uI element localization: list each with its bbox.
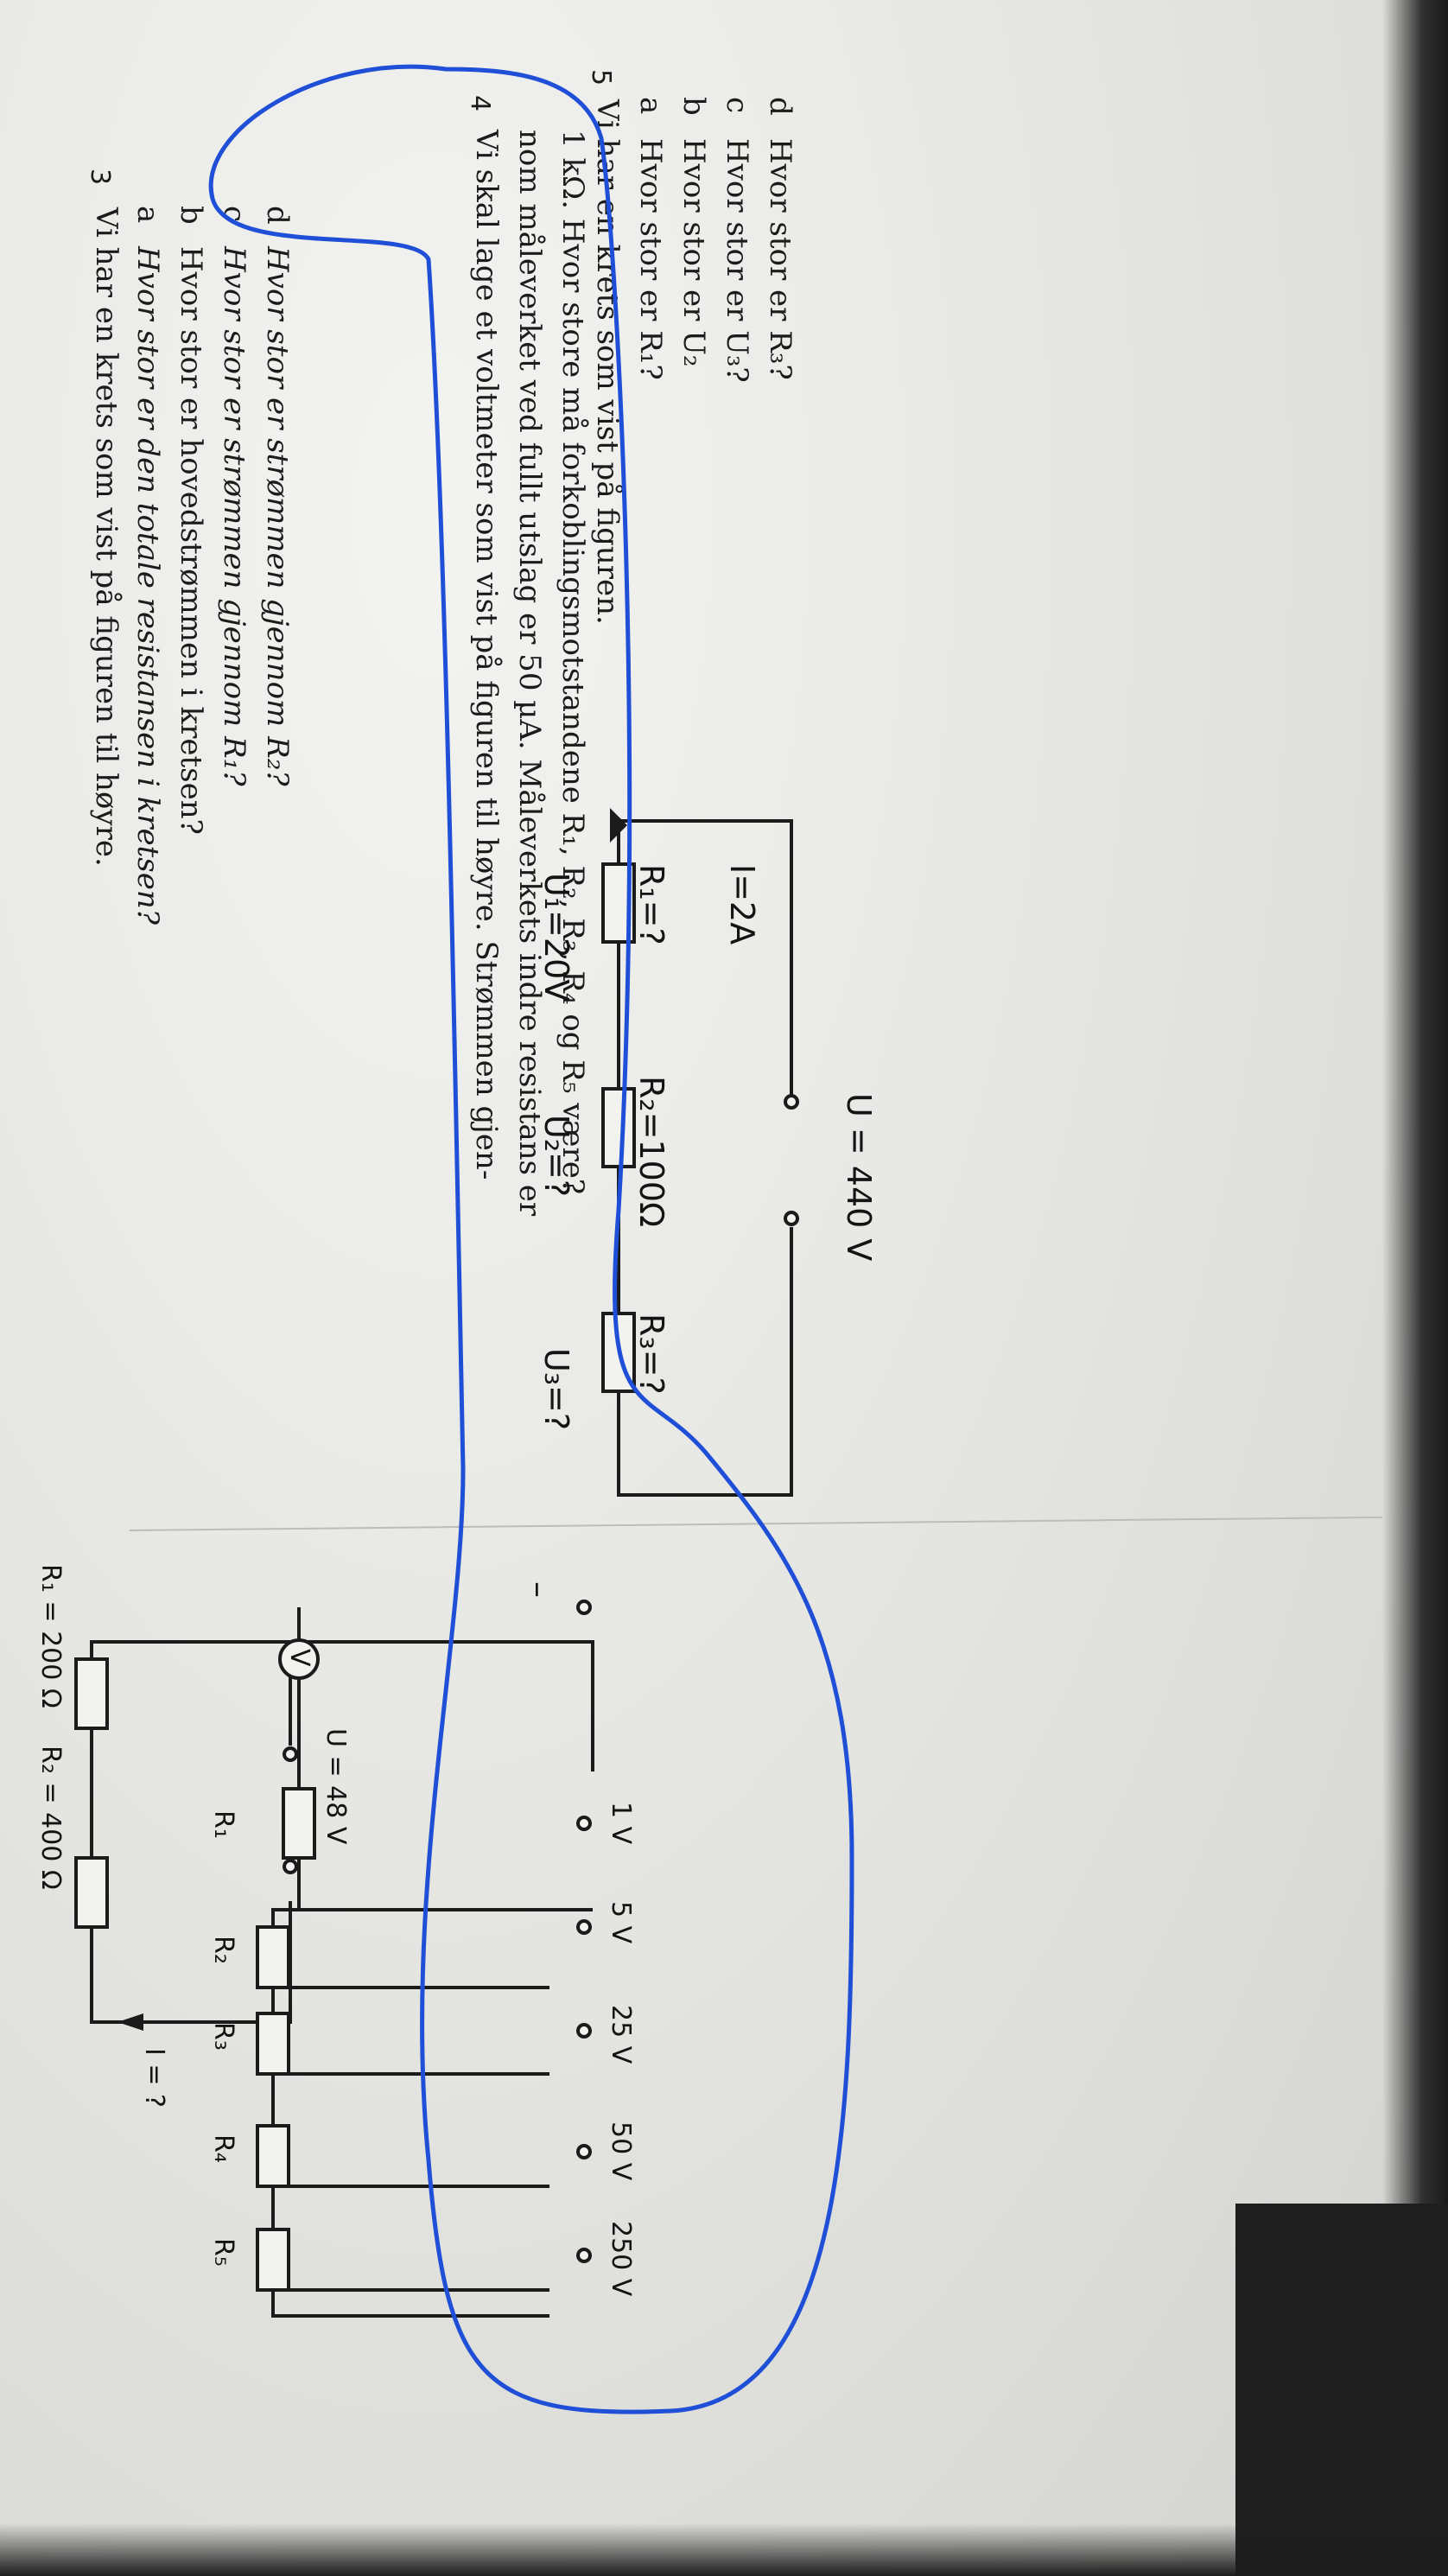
current-arrow [610, 808, 627, 843]
wire [297, 1607, 594, 1771]
terminal-25v [576, 2023, 592, 2039]
photo-dark-edge [1382, 0, 1448, 2576]
terminal-1v [576, 1816, 592, 1831]
wire [617, 1227, 793, 1497]
wire [271, 2290, 549, 2318]
terminal-250v [576, 2248, 592, 2263]
photo-dark-bottom [0, 2523, 1448, 2576]
current-arrow [117, 2013, 143, 2031]
terminal-minus [576, 1600, 592, 1615]
terminal-5v [576, 1919, 592, 1935]
terminal [784, 1211, 799, 1226]
terminal [283, 1746, 298, 1762]
wire [705, 819, 793, 1097]
terminal [283, 1859, 298, 1874]
photo-dark-corner [1235, 2204, 1448, 2576]
terminal [784, 1094, 799, 1110]
blue-pen-circle [208, 64, 854, 2414]
terminal-50v [576, 2144, 592, 2159]
